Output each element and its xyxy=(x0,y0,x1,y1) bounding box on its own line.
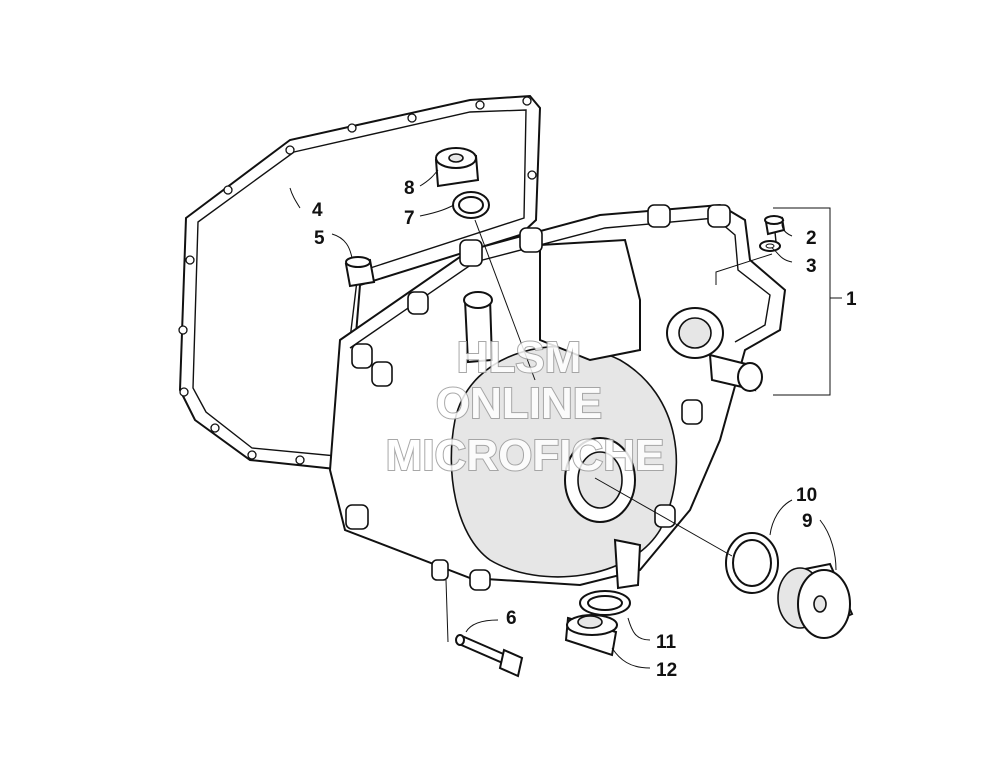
callout-2: 2 xyxy=(806,228,817,249)
callout-5: 5 xyxy=(314,228,325,249)
clutch-cover-housing-part-1 xyxy=(328,203,787,591)
callout-8: 8 xyxy=(404,178,415,199)
dowel-pin-part-5 xyxy=(344,256,376,288)
o-ring-part-10 xyxy=(725,532,779,594)
washer-part-3 xyxy=(759,240,781,252)
callout-11: 11 xyxy=(656,632,677,653)
watermark: HLSM ONLINE MICROFICHE xyxy=(385,332,666,481)
leader-lines xyxy=(289,169,842,669)
callout-12: 12 xyxy=(656,660,677,681)
callout-6: 6 xyxy=(506,608,517,629)
callout-7: 7 xyxy=(404,208,415,229)
o-ring-part-7 xyxy=(452,191,490,219)
callout-4: 4 xyxy=(312,200,323,221)
flange-bolt-part-6 xyxy=(455,634,524,678)
bolt-part-2 xyxy=(764,215,786,243)
callout-labels: 1 2 3 4 5 6 7 8 9 10 11 12 xyxy=(312,178,857,681)
washer-part-11 xyxy=(579,590,631,616)
cap-plug-part-9 xyxy=(777,562,854,639)
watermark-line-2: ONLINE xyxy=(436,379,602,428)
callout-3: 3 xyxy=(806,256,817,277)
callout-1: 1 xyxy=(846,289,857,310)
callout-10: 10 xyxy=(796,485,817,506)
watermark-line-1: HLSM xyxy=(457,333,582,382)
watermark-line-3: MICROFICHE xyxy=(386,431,665,480)
plug-part-8 xyxy=(434,147,480,188)
callout-9: 9 xyxy=(802,511,813,532)
drain-plug-part-12 xyxy=(564,614,618,657)
